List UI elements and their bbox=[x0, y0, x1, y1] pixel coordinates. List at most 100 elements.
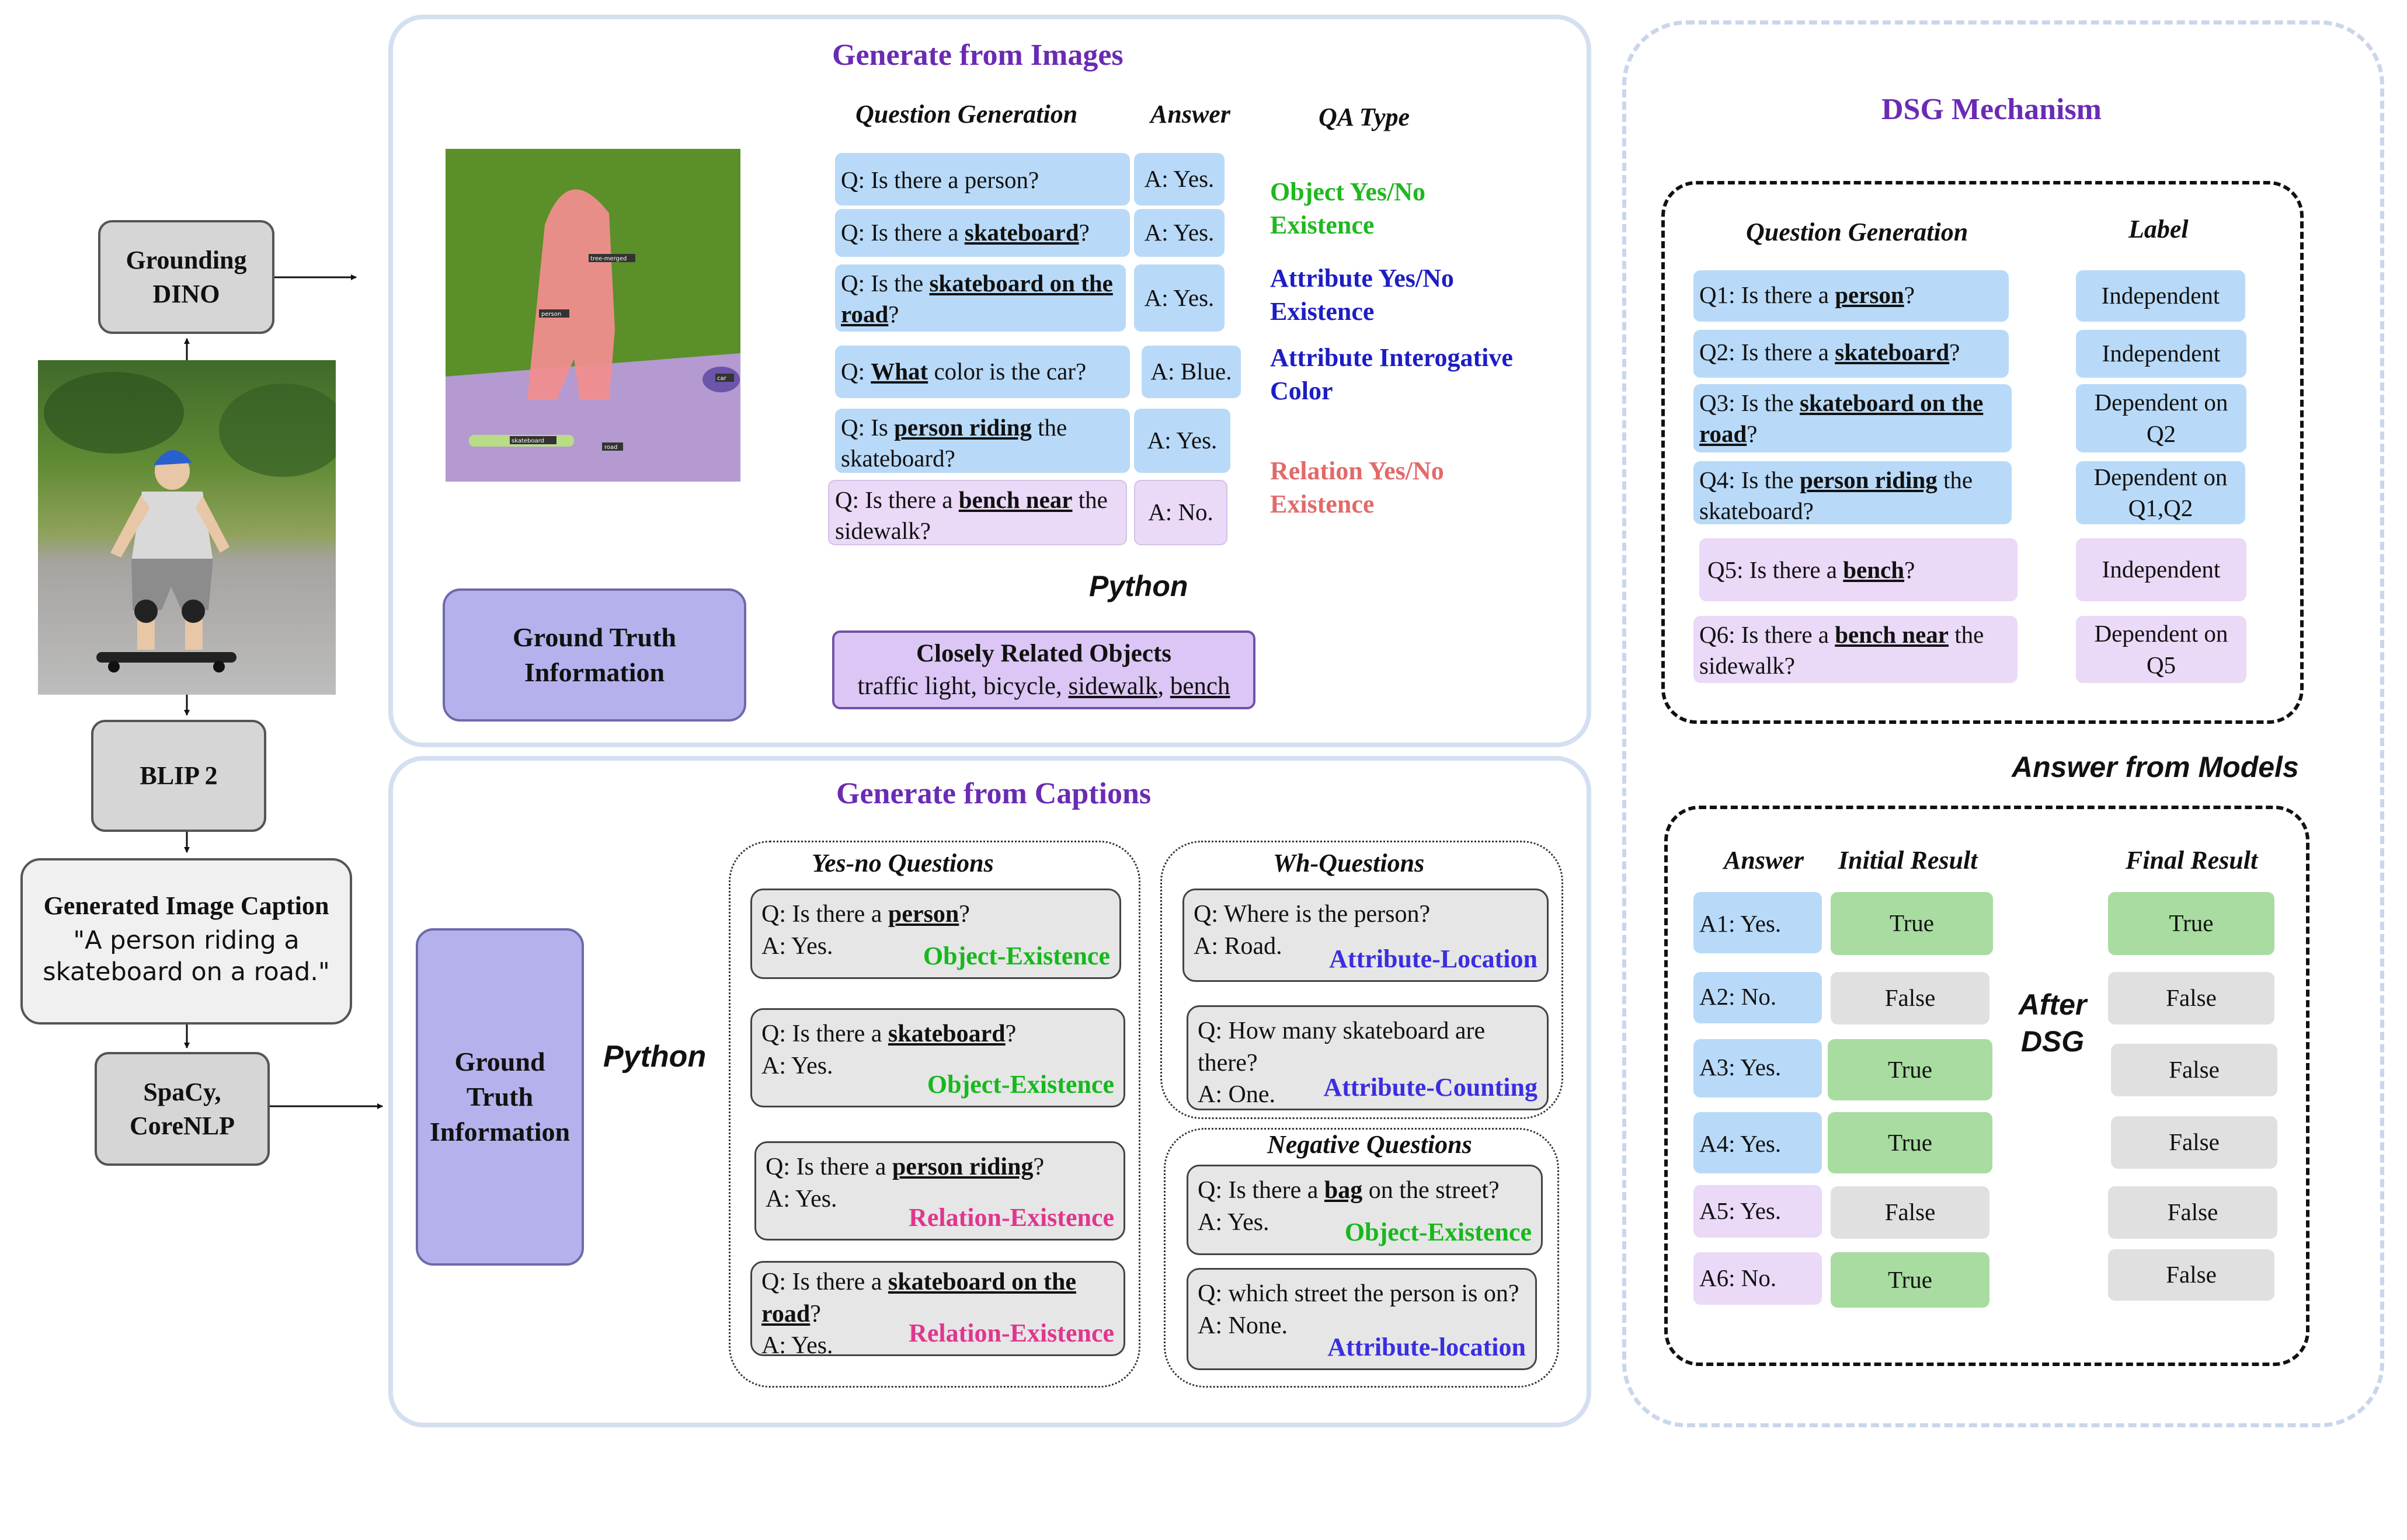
dsg-label-5: Independent bbox=[2076, 538, 2246, 601]
dsg-label-1: Independent bbox=[2076, 270, 2245, 322]
dsg-final-4: False bbox=[2111, 1116, 2277, 1169]
seg-label-skateboard: skateboard bbox=[512, 438, 544, 444]
image-question-1: Q: Is there a person? bbox=[835, 153, 1130, 205]
image-q2-underline: skateboard bbox=[964, 219, 1079, 246]
dsg-answer-2: A2: No. bbox=[1693, 972, 1822, 1023]
dsg-header-answer: Answer bbox=[1724, 846, 1804, 874]
image-q3-underline: skateboard on the road bbox=[841, 270, 1113, 328]
wh-tag-1: Attribute-Location bbox=[1329, 944, 1538, 973]
dsg-header-question-generation: Question Generation bbox=[1746, 218, 1968, 246]
closely-related-title: Closely Related Objects bbox=[916, 640, 1172, 667]
captions-title: Generate from Captions bbox=[836, 777, 1152, 810]
python-label-images: Python bbox=[1089, 570, 1188, 602]
ground-truth-images-label: Ground Truth Information bbox=[513, 622, 676, 687]
images-header-answer: Answer bbox=[1150, 100, 1230, 128]
dsg-header-initial-result: Initial Result bbox=[1838, 846, 1978, 874]
dsg-answer-4: A4: Yes. bbox=[1693, 1112, 1822, 1173]
dsg-initial-6: True bbox=[1831, 1252, 1989, 1308]
image-answer-1: A: Yes. bbox=[1134, 153, 1225, 205]
negative-questions-group bbox=[1164, 1128, 1559, 1388]
dsg-question-6: Q6: Is there a bench near the sidewalk? bbox=[1693, 616, 2018, 683]
segmented-photo: tree-merged person car skateboard road bbox=[446, 149, 740, 482]
yesno-tag-4: Relation-Existence bbox=[909, 1318, 1114, 1347]
dsg-question-2: Q2: Is there a skateboard? bbox=[1693, 330, 2009, 378]
yesno-tag-2: Object-Existence bbox=[927, 1069, 1114, 1099]
image-answer-4: A: Blue. bbox=[1142, 346, 1241, 398]
image-q1-text: Q: Is there a person? bbox=[841, 166, 1039, 193]
dsg-final-2: False bbox=[2108, 972, 2274, 1025]
closely-related-list: traffic light, bicycle, sidewalk, bench bbox=[857, 672, 1230, 700]
yesno-tag-3: Relation-Existence bbox=[909, 1203, 1114, 1232]
dsg-header-label: Label bbox=[2128, 215, 2189, 243]
generated-caption-box: Generated Image Caption "A person riding… bbox=[20, 858, 352, 1025]
dsg-final-3: False bbox=[2111, 1044, 2277, 1096]
closely-related-objects-box: Closely Related Objects traffic light, b… bbox=[832, 630, 1255, 709]
dsg-question-1: Q1: Is there a person? bbox=[1693, 270, 2009, 322]
wh-card-2: Q: How many skateboard are there? A: One… bbox=[1187, 1005, 1549, 1110]
python-label-captions: Python bbox=[603, 1040, 707, 1074]
yesno-card-2: Q: Is there a skateboard? A: Yes. Object… bbox=[750, 1008, 1125, 1107]
answer-from-models-label: Answer from Models bbox=[2012, 751, 2299, 783]
caption-text: "A person riding a skateboard on a road.… bbox=[43, 925, 330, 987]
dsg-final-5: False bbox=[2108, 1186, 2277, 1239]
image-answer-3: A: Yes. bbox=[1134, 264, 1225, 332]
wh-header: Wh-Questions bbox=[1273, 849, 1425, 877]
yesno-card-1: Q: Is there a person? A: Yes. Object-Exi… bbox=[750, 889, 1121, 979]
caption-title: Generated Image Caption bbox=[43, 891, 329, 920]
grounding-dino-label: Grounding DINO bbox=[126, 246, 247, 308]
image-q5-underline: person riding bbox=[894, 414, 1032, 441]
spacy-corenlp-label: SpaCy, CoreNLP bbox=[129, 1078, 235, 1140]
yesno-tag-1: Object-Existence bbox=[923, 941, 1110, 970]
negative-header: Negative Questions bbox=[1267, 1130, 1472, 1159]
dsg-answer-6: A6: No. bbox=[1693, 1252, 1822, 1305]
dsg-initial-4: True bbox=[1828, 1112, 1992, 1173]
yes-no-header: Yes-no Questions bbox=[812, 849, 994, 877]
dsg-title: DSG Mechanism bbox=[1881, 93, 2102, 126]
wh-tag-2: Attribute-Counting bbox=[1323, 1072, 1538, 1102]
input-photo bbox=[38, 360, 336, 695]
dsg-final-1: True bbox=[2108, 892, 2274, 955]
image-question-5: Q: Is person riding the skateboard? bbox=[835, 409, 1130, 473]
yesno-card-4: Q: Is there a skateboard on the road? A:… bbox=[750, 1261, 1125, 1359]
dsg-label-2: Independent bbox=[2076, 330, 2246, 378]
image-answer-2: A: Yes. bbox=[1134, 209, 1225, 257]
image-answer-6: A: No. bbox=[1134, 480, 1227, 545]
negative-card-2: Q: which street the person is on? A: Non… bbox=[1187, 1268, 1537, 1370]
blip2-label: BLIP 2 bbox=[140, 761, 218, 790]
dsg-label-3: Dependent on Q2 bbox=[2076, 384, 2246, 452]
spacy-corenlp-box: SpaCy, CoreNLP bbox=[95, 1052, 270, 1166]
wh-card-1: Q: Where is the person? A: Road. Attribu… bbox=[1182, 889, 1549, 982]
dsg-question-3: Q3: Is the skateboard on the road? bbox=[1693, 384, 2012, 452]
image-q6-underline: bench near bbox=[958, 486, 1073, 513]
dsg-label-6: Dependent on Q5 bbox=[2076, 616, 2246, 683]
dsg-initial-2: False bbox=[1831, 972, 1989, 1025]
seg-label-person: person bbox=[541, 311, 561, 318]
dsg-question-box bbox=[1661, 181, 2304, 724]
image-question-6: Q: Is there a bench near the sidewalk? bbox=[828, 480, 1127, 545]
seg-label-road: road bbox=[604, 444, 618, 451]
dsg-initial-3: True bbox=[1828, 1039, 1992, 1100]
ground-truth-captions-label: Ground Truth Information bbox=[429, 1047, 571, 1147]
images-header-qa-type: QA Type bbox=[1319, 103, 1410, 131]
negative-tag-1: Object-Existence bbox=[1344, 1217, 1532, 1246]
qa-type-attribute-existence: Attribute Yes/No Existence bbox=[1270, 264, 1454, 326]
dsg-initial-1: True bbox=[1831, 892, 1993, 955]
dsg-final-6: False bbox=[2108, 1249, 2274, 1301]
qa-type-attribute-color: Attribute Interogative Color bbox=[1270, 343, 1513, 406]
seg-label-car: car bbox=[717, 375, 727, 382]
image-question-4: Q: What color is the car? bbox=[835, 346, 1130, 398]
dsg-initial-5: False bbox=[1831, 1186, 1989, 1239]
yesno-card-3: Q: Is there a person riding? A: Yes. Rel… bbox=[754, 1141, 1125, 1241]
after-dsg-label: After DSG bbox=[2018, 988, 2087, 1058]
dsg-header-final-result: Final Result bbox=[2126, 846, 2258, 874]
dsg-label-4: Dependent on Q1,Q2 bbox=[2076, 461, 2245, 524]
dsg-answer-box bbox=[1664, 806, 2309, 1366]
skateboarder-photo bbox=[44, 372, 336, 673]
dsg-answer-5: A5: Yes. bbox=[1693, 1185, 1822, 1238]
image-answer-5: A: Yes. bbox=[1134, 409, 1230, 473]
segmentation-mask: tree-merged person car skateboard road bbox=[446, 149, 740, 482]
dsg-question-5: Q5: Is there a bench? bbox=[1699, 538, 2018, 601]
ground-truth-box-captions: Ground Truth Information bbox=[416, 928, 584, 1266]
wh-questions-group bbox=[1160, 841, 1563, 1119]
image-question-3: Q: Is the skateboard on the road? bbox=[835, 264, 1126, 332]
